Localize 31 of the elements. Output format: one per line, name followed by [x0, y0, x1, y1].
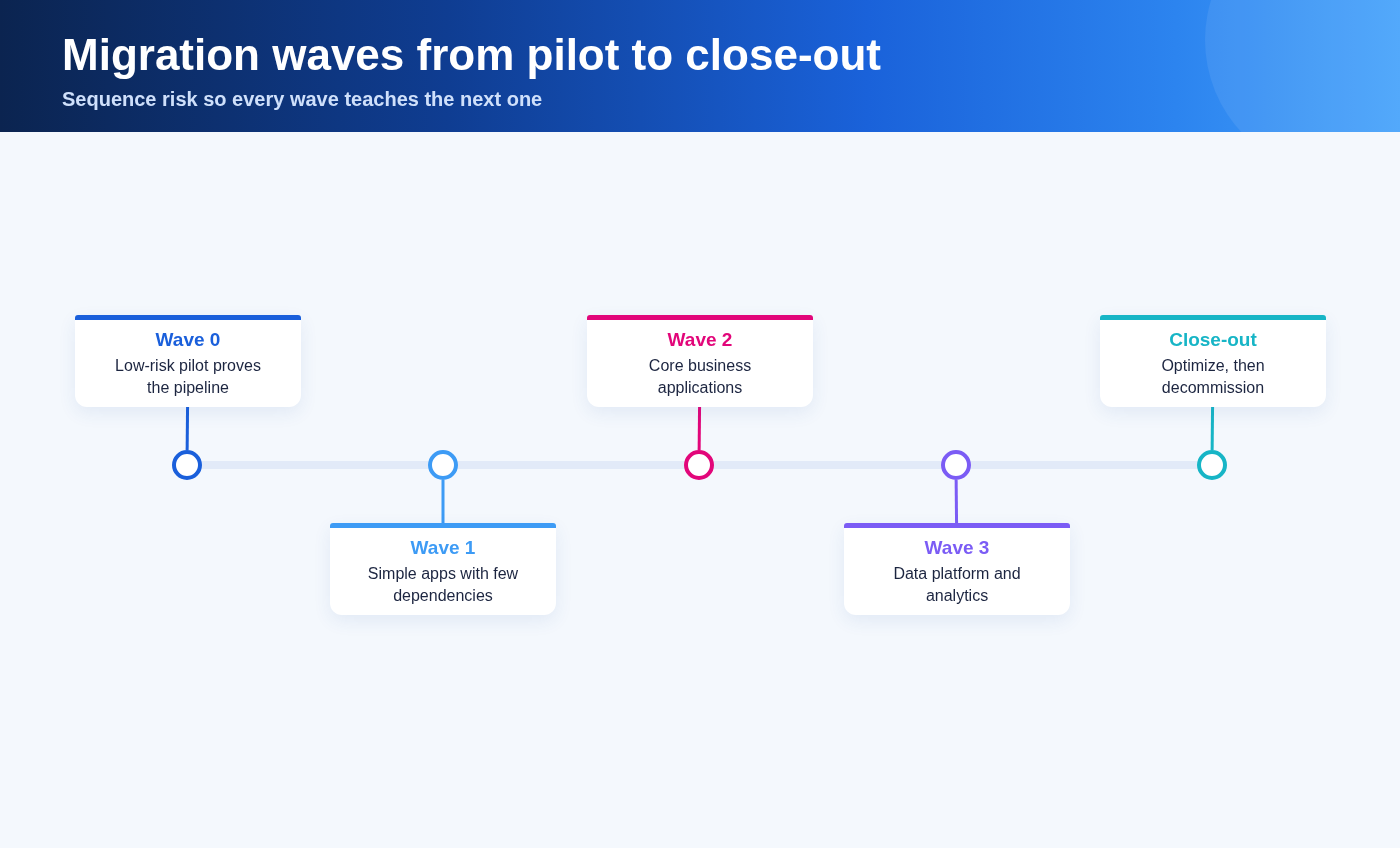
title: Migration waves from pilot to close-out	[62, 30, 881, 80]
connector-line	[441, 480, 445, 523]
timeline-card	[587, 315, 813, 407]
card-title: Wave 2	[667, 328, 733, 352]
milestone-circle	[941, 450, 971, 480]
connector-line	[1210, 407, 1215, 450]
milestone-circle	[172, 450, 202, 480]
card-title: Wave 0	[155, 328, 221, 352]
timeline-track	[971, 461, 1197, 469]
timeline-track	[458, 461, 684, 469]
card-title: Wave 3	[924, 536, 990, 560]
subtitle: Sequence risk so every wave teaches the next one	[62, 87, 543, 111]
card-description: Core business applications	[647, 356, 753, 398]
timeline-track	[202, 461, 428, 469]
card-description: Data platform and analytics	[892, 564, 1022, 606]
milestone-circle	[1197, 450, 1227, 480]
card-title: Wave 1	[410, 536, 476, 560]
card-description: Simple apps with few dependencies	[366, 564, 520, 606]
timeline-card	[1100, 315, 1326, 407]
card-description: Low-risk pilot proves the pipeline	[114, 356, 262, 398]
timeline-track	[714, 461, 941, 469]
timeline-card	[75, 315, 301, 407]
card-description: Optimize, then decommission	[1160, 356, 1266, 398]
card-title: Close-out	[1169, 328, 1257, 352]
connector-line	[954, 480, 959, 523]
connector-line	[697, 407, 702, 450]
milestone-circle	[428, 450, 458, 480]
timeline-card	[844, 523, 1070, 615]
milestone-circle	[684, 450, 714, 480]
connector-line	[185, 407, 190, 450]
timeline-card	[330, 523, 556, 615]
